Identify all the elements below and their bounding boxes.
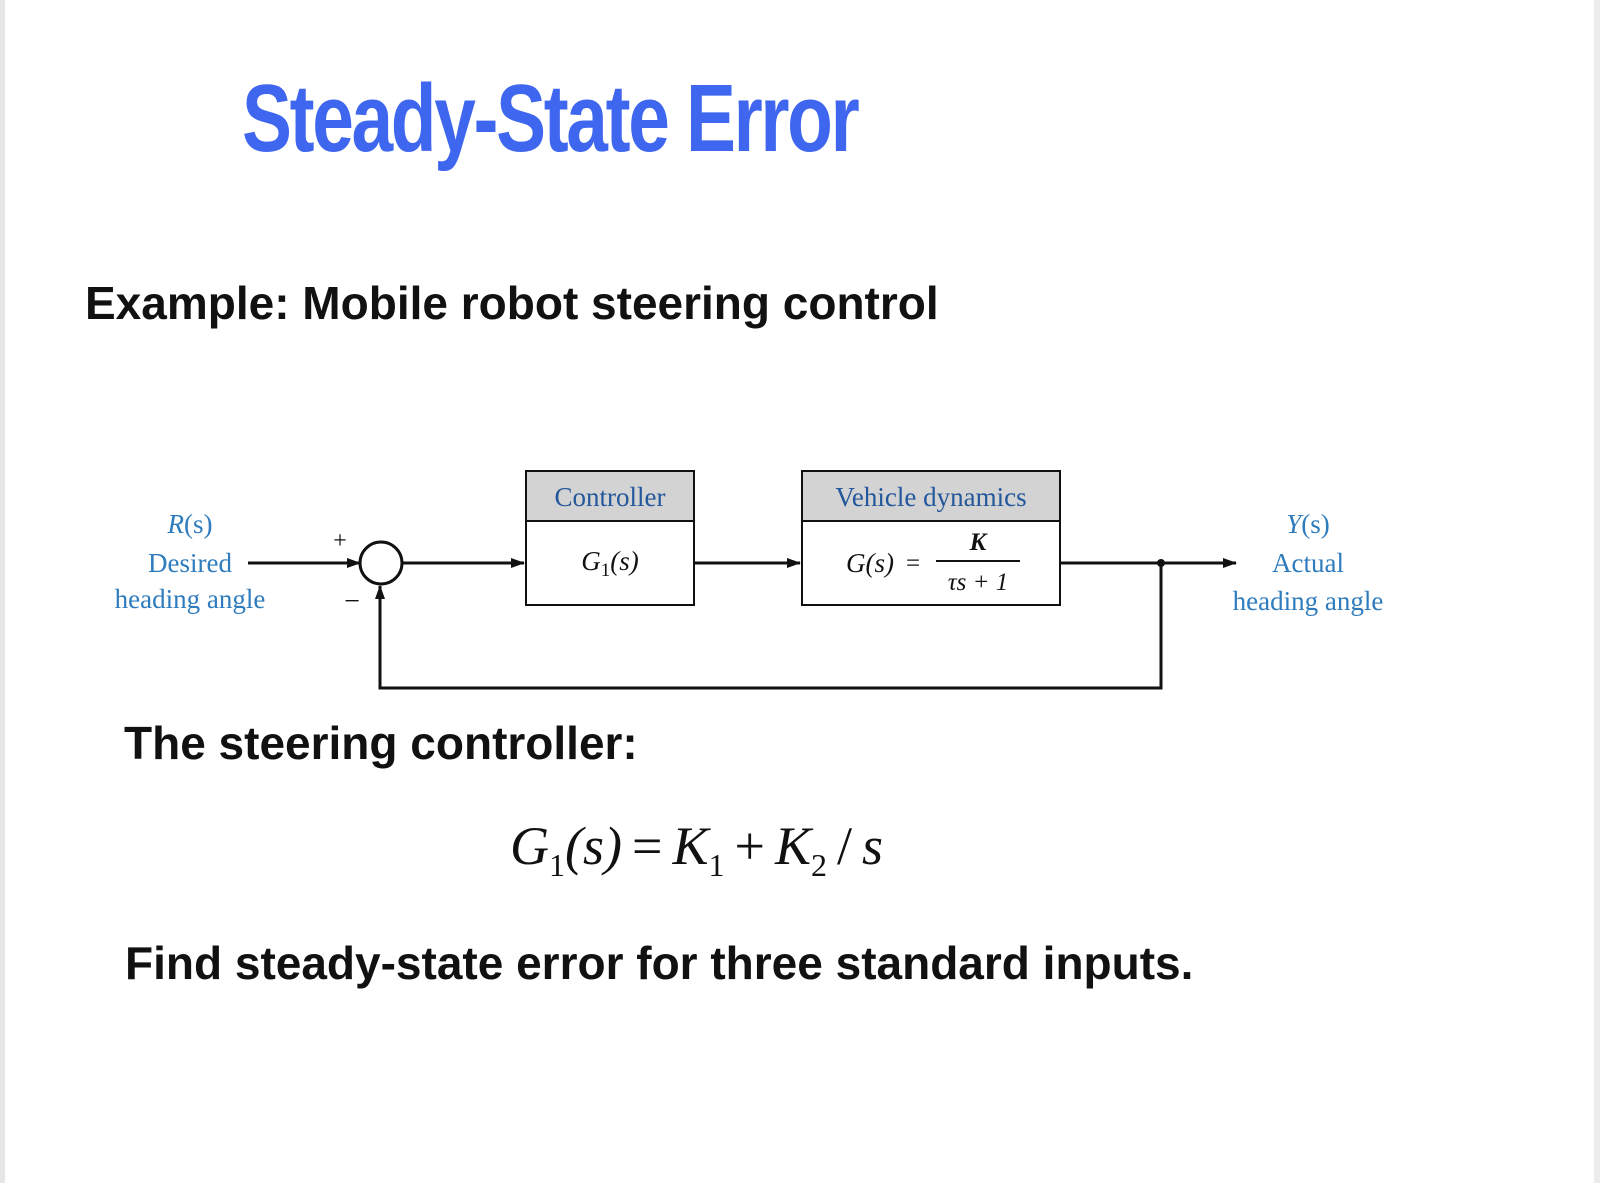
input-arg: (s) [184,509,213,539]
output-line2: heading angle [1233,586,1384,616]
plant-block: Vehicle dynamics G(s) = K τs + 1 [801,470,1061,606]
output-symbol: Y [1286,509,1304,539]
input-symbol: R [167,509,185,539]
slide-title: Steady-State Error [242,65,860,172]
plant-header-bg [801,470,1061,522]
output-arg: (s) [1301,509,1330,539]
block-diagram-svg: R(s) Desired heading angle + − Controlle… [115,470,1384,690]
controller-body [525,520,695,606]
input-line2: heading angle [115,584,266,614]
controller-formula: G1(s)=K1+K2/s [510,808,1010,888]
plus-sign: + [333,528,347,554]
plant-body [801,520,1061,606]
svg-text:Y(s): Y(s) [1286,509,1330,539]
output-line1: Actual [1272,548,1344,578]
summing-junction [358,540,404,586]
controller-block: Controller G1(s) [525,470,695,606]
controller-header: Controller [555,482,666,512]
formula-text: G1(s)=K1+K2/s [510,816,883,883]
controller-formula-svg: G1(s)=K1+K2/s [510,816,883,883]
plant-denominator: τs + 1 [948,569,1009,596]
input-label: R(s) Desired heading angle [115,509,266,614]
controller-header-bg [525,470,695,522]
task-text: Find steady-state error for three standa… [125,937,1194,989]
plant-header: Vehicle dynamics [835,482,1026,512]
output-label: Y(s) Actual heading angle [1233,509,1384,616]
feedback-path [375,563,1163,690]
minus-sign: − [344,586,360,617]
input-line1: Desired [148,548,232,578]
controller-tf: G1(s) [581,546,639,581]
controller-heading: The steering controller: [124,717,638,769]
plant-lhs: G(s) [846,548,894,578]
example-heading: Example: Mobile robot steering control [85,277,939,329]
block-diagram: R(s) Desired heading angle + − Controlle… [100,460,1420,710]
svg-text:R(s): R(s) [167,509,213,539]
slide-left-edge [0,0,5,1183]
plant-numerator: K [969,529,989,556]
plant-equals: = [906,550,920,577]
slide-right-edge [1594,0,1600,1183]
